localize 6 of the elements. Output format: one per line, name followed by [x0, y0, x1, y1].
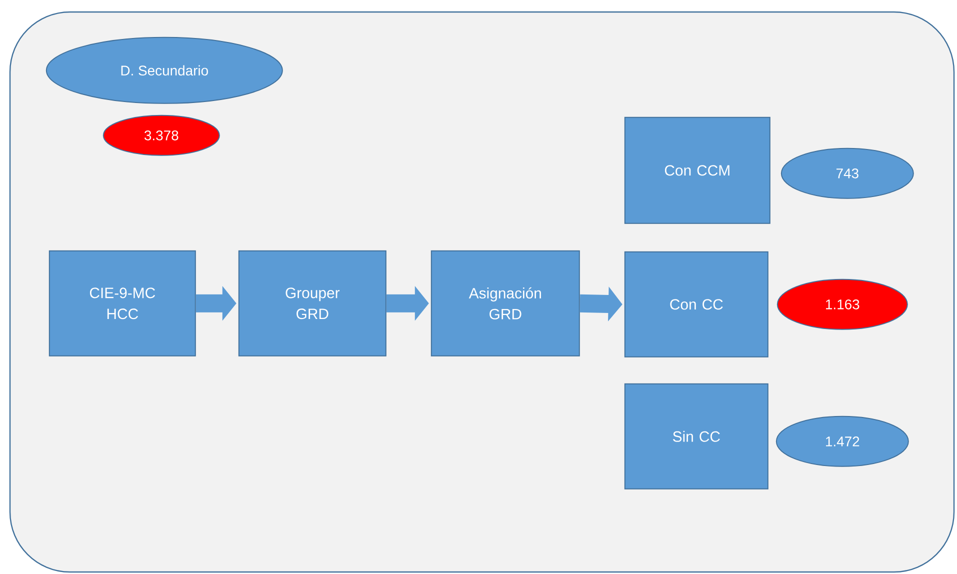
- process-box: Asignación GRD: [430, 250, 580, 356]
- process-box: Con CC: [624, 251, 768, 358]
- process-box: Con CCM: [624, 116, 770, 224]
- process-box: CIE-9-MC HCC: [48, 250, 196, 356]
- process-box: Grouper GRD: [238, 250, 386, 356]
- process-box: Sin CC: [624, 383, 768, 490]
